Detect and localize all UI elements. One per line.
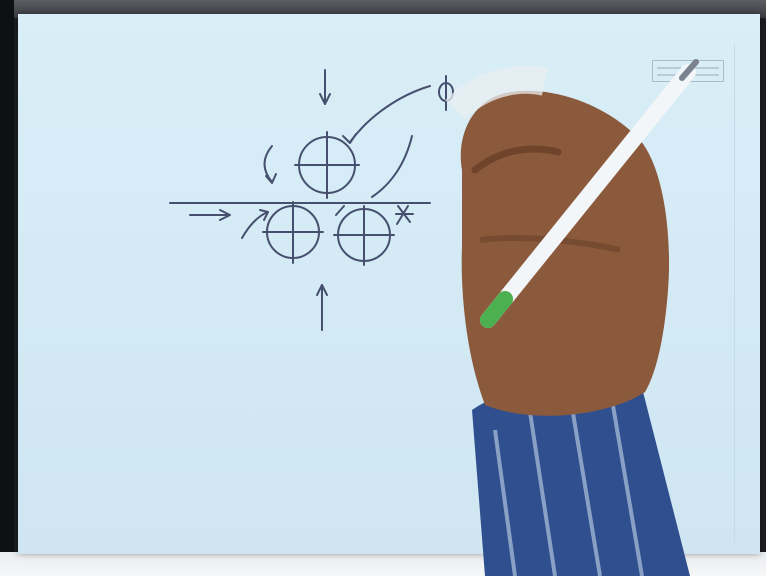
presenter-hand-group — [445, 59, 699, 576]
pen-tip — [679, 59, 699, 81]
motion-blur-highlight — [445, 65, 549, 121]
phi-leader-curve — [349, 85, 431, 143]
pen-green-cap — [480, 291, 513, 328]
top-roll-crosshair — [294, 131, 360, 199]
bottom-load-arrowhead — [316, 284, 328, 296]
bottom-right-roll-crosshair — [333, 205, 395, 266]
top-roll-rotation-arrowhead — [265, 173, 277, 184]
pen-body — [480, 64, 696, 328]
bottom-left-roll-crosshair — [262, 201, 324, 264]
knuckle-shadow — [471, 145, 562, 174]
dark-left-edge — [0, 0, 14, 576]
right-leader-curve — [371, 135, 413, 198]
left-roll-rotation-arrowhead — [259, 209, 269, 221]
top-load-arrowhead — [319, 93, 331, 105]
left-roll-rotation-arrow — [241, 211, 269, 239]
strip-feed-arrowhead — [219, 209, 231, 221]
right-roll-rotation-arrow — [335, 205, 345, 216]
right-roll-scribble — [395, 205, 414, 225]
sleeve-stripes — [493, 387, 644, 576]
paper-margin-line — [734, 44, 735, 544]
phi-leader-arrowhead — [342, 133, 357, 144]
desk-background — [0, 0, 766, 18]
